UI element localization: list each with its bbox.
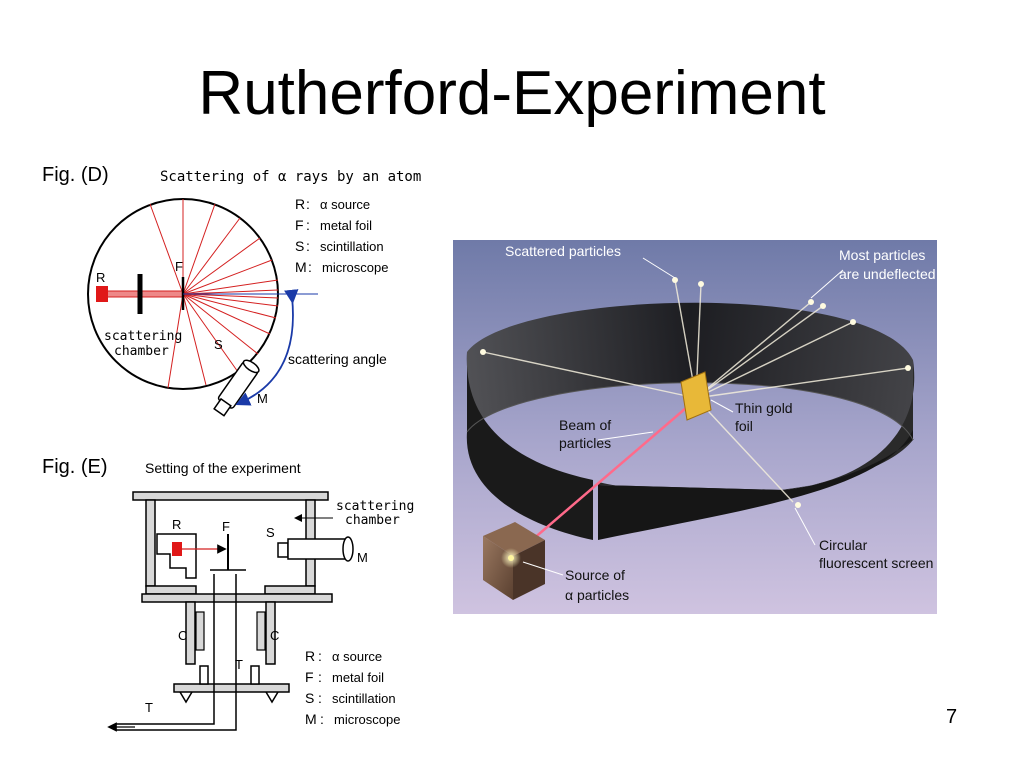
label-scattered: Scattered particles	[505, 243, 621, 259]
letter-r-e: R	[172, 517, 181, 532]
fig-e-caption: Setting of the experiment	[145, 460, 301, 476]
legend-key: M	[305, 711, 317, 727]
slide-title: Rutherford-Experiment	[198, 59, 826, 128]
label-foil-1: Thin gold	[735, 400, 793, 416]
label-undeflected-1: Most particles	[839, 247, 925, 263]
fig-e-label: Fig. (E)	[42, 456, 108, 478]
letter-m-e: M	[357, 550, 368, 565]
label-foil-2: foil	[735, 418, 753, 434]
microscope-e-icon	[277, 536, 354, 562]
scintillation-flashes	[480, 277, 911, 508]
legend-key: S	[305, 690, 314, 706]
letter-c-left: C	[178, 628, 187, 643]
legend-key: M	[295, 259, 307, 275]
fig-e-legend: R : α source F : metal foil S : scintill…	[305, 648, 400, 727]
letter-c-right: C	[270, 628, 279, 643]
legend-key: R	[295, 196, 305, 212]
legend-key: F	[305, 669, 314, 685]
label-source-1: Source of	[565, 567, 625, 583]
apparatus-chamber	[132, 491, 333, 693]
label-undeflected-2: are undeflected	[839, 266, 936, 282]
svg-text::: :	[318, 648, 322, 664]
fig-d-caption: Scattering of α rays by an atom	[160, 169, 421, 185]
scattering-angle-arrow	[235, 289, 299, 406]
label-beam-1: Beam of	[559, 417, 611, 433]
chamber-label-1: scattering	[104, 329, 182, 344]
fig-e: Fig. (E) Setting of the experiment	[42, 456, 414, 732]
particle-rays	[482, 279, 909, 503]
alpha-source-box	[483, 522, 545, 600]
letter-f: F	[175, 259, 183, 274]
legend-text: metal foil	[332, 670, 384, 685]
fig-d-label: Fig. (D)	[42, 164, 109, 186]
legend-text: microscope	[322, 260, 388, 275]
label-source-2: α particles	[565, 587, 629, 603]
svg-text::: :	[306, 238, 310, 254]
chamber-e-label-1: scattering	[336, 499, 414, 514]
microscope-icon	[213, 359, 260, 417]
svg-text::: :	[318, 690, 322, 706]
letter-t-mid: T	[235, 657, 243, 672]
legend-text: α source	[332, 649, 382, 664]
particle-beam	[510, 401, 694, 559]
label-beam-2: particles	[559, 435, 611, 451]
svg-text::: :	[318, 669, 322, 685]
svg-text::: :	[308, 259, 312, 275]
legend-key: F	[295, 217, 304, 233]
letter-t-out: T	[145, 700, 153, 715]
legend-text: microscope	[334, 712, 400, 727]
svg-text::: :	[320, 711, 324, 727]
scattering-angle-label: scattering angle	[288, 351, 387, 367]
letter-f-e: F	[222, 519, 230, 534]
chamber-label-2: chamber	[114, 344, 169, 359]
label-screen-2: fluorescent screen	[819, 555, 933, 571]
alpha-source-e	[172, 542, 182, 556]
letter-s: S	[214, 337, 223, 352]
legend-text: metal foil	[320, 218, 372, 233]
page-number: 7	[946, 706, 958, 728]
letter-r: R	[96, 270, 105, 285]
svg-text::: :	[306, 196, 310, 212]
cold-traps	[195, 611, 266, 651]
svg-text::: :	[306, 217, 310, 233]
legend-text: scintillation	[332, 691, 396, 706]
letter-s-e: S	[266, 525, 275, 540]
experiment-diagrams: Fig. (D) Scattering of α rays by an atom	[42, 164, 421, 732]
pump-tube	[116, 574, 237, 731]
alpha-source	[96, 286, 108, 302]
label-screen-1: Circular	[819, 537, 868, 553]
gold-foil-illustration: Scattered particles Most particles are u…	[453, 240, 937, 614]
alpha-beam	[103, 290, 184, 298]
callout-lines	[522, 257, 844, 576]
chamber-e-label-2: chamber	[345, 513, 400, 528]
gold-foil	[680, 371, 712, 421]
legend-key: S	[295, 238, 304, 254]
legend-text: scintillation	[320, 239, 384, 254]
legend-text: α source	[320, 197, 370, 212]
fig-d-legend: R : α source F : metal foil S : scintill…	[295, 196, 388, 275]
fig-d: Fig. (D) Scattering of α rays by an atom	[42, 164, 421, 417]
legend-key: R	[305, 648, 315, 664]
